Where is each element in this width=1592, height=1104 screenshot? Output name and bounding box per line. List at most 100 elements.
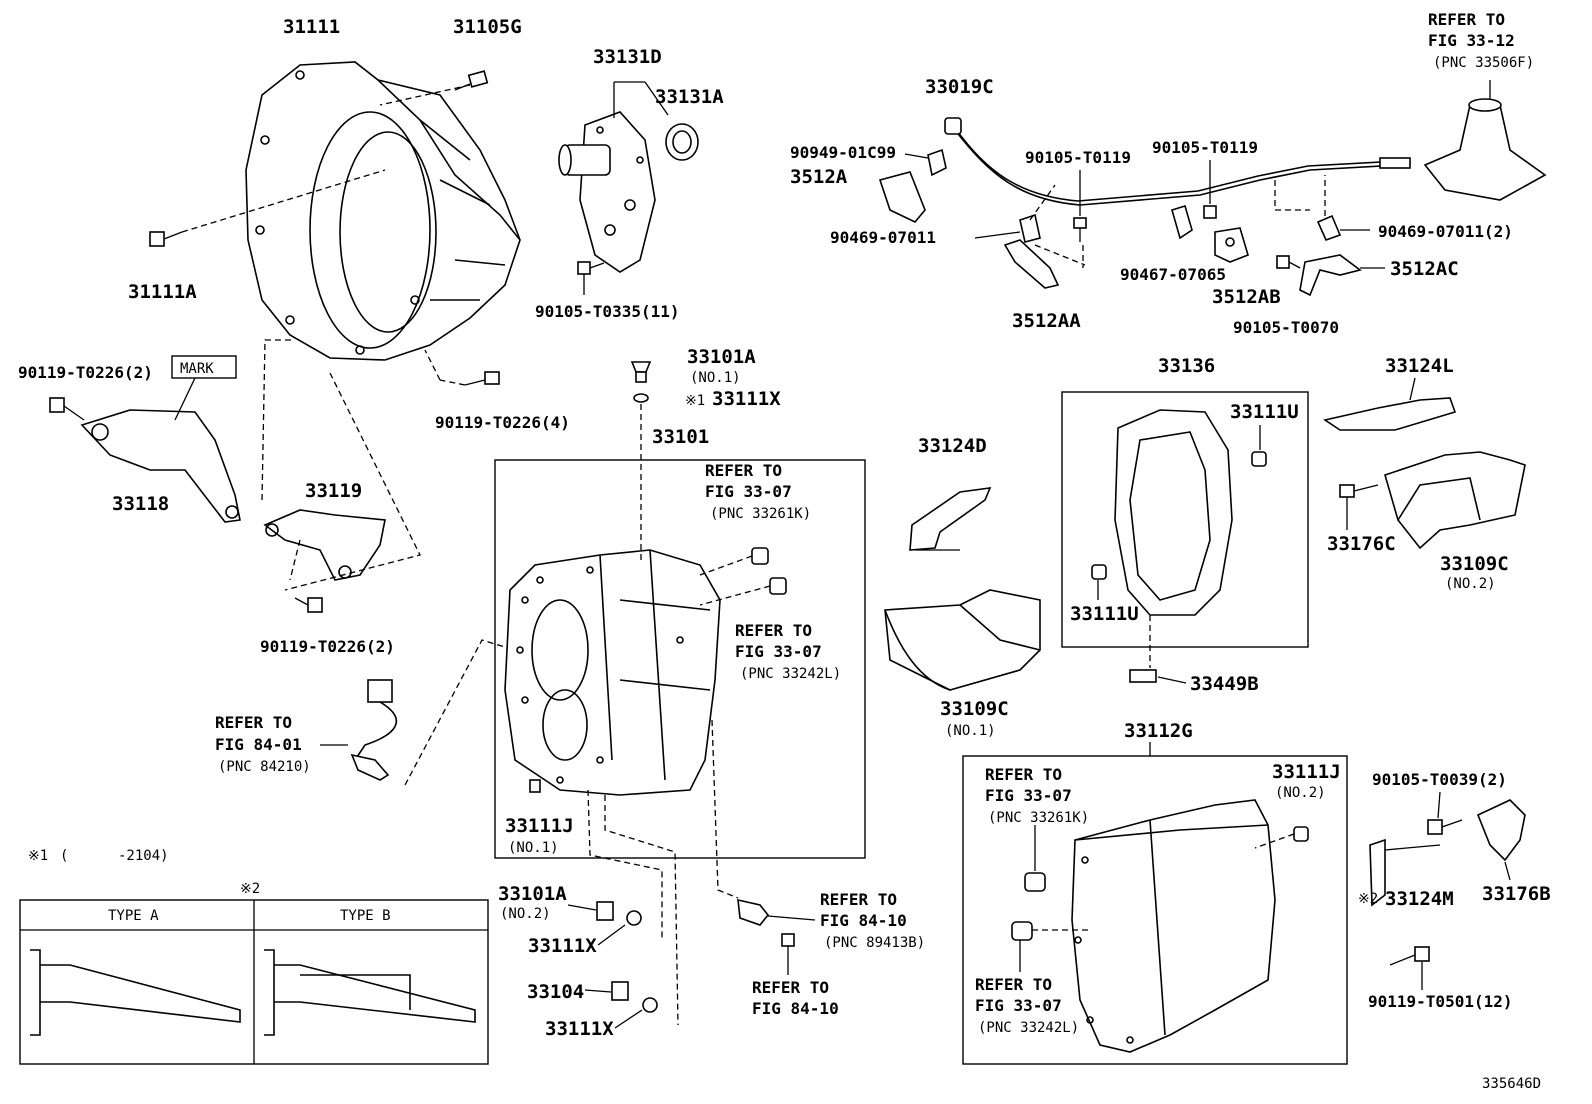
bracket-3512A[interactable]: [878, 171, 926, 223]
cover-33176B[interactable]: [1476, 799, 1526, 862]
svg-text:REFER TO: REFER TO: [705, 461, 782, 480]
label-33109C-no1: 33109C: [940, 698, 1009, 720]
type-b-drawing: [264, 949, 476, 1036]
pin-33111U-a[interactable]: [1251, 451, 1267, 467]
label-33124M: 33124M: [1385, 888, 1454, 910]
extension-housing-33112G[interactable]: [1071, 799, 1276, 1053]
clip-90949-01c99[interactable]: [904, 148, 947, 177]
bolt-90119-t0226-4[interactable]: [424, 349, 500, 386]
svg-text:FIG 84-10: FIG 84-10: [752, 999, 839, 1018]
leader-90105-t0039: [1437, 791, 1441, 819]
bolt-90105-t0039[interactable]: [1427, 819, 1463, 835]
pin-33111U-b[interactable]: [1091, 564, 1107, 580]
bracket-33124L[interactable]: [1323, 397, 1457, 431]
shift-lever-cover[interactable]: [1423, 80, 1547, 201]
pin-33111J-no2[interactable]: [1254, 826, 1309, 849]
label-no1-a: (NO.1): [690, 370, 741, 386]
bolt-90119-t0501[interactable]: [1389, 946, 1430, 966]
bracket-33124D[interactable]: [909, 487, 992, 551]
case-33136[interactable]: [1114, 409, 1233, 616]
ref-fig-33-07-d: REFER TO FIG 33-07 (PNC 33242L): [975, 975, 1079, 1036]
bolt-90105-t0335[interactable]: [577, 261, 605, 295]
bolt-90105-t0119-a[interactable]: [1073, 170, 1087, 268]
svg-text:FIG 33-07: FIG 33-07: [705, 482, 792, 501]
bracket-33119[interactable]: [263, 509, 386, 581]
label-90105-t0039: 90105-T0039(2): [1372, 770, 1507, 789]
oil-seal-33131A[interactable]: [665, 123, 699, 161]
label-33131D: 33131D: [593, 46, 662, 68]
bolt-90119-t0226-2b[interactable]: [294, 597, 323, 613]
pin-33111J-no1[interactable]: [529, 779, 541, 793]
note2-header: ※2: [240, 881, 260, 897]
svg-text:REFER TO: REFER TO: [735, 621, 812, 640]
label-33111X-b: 33111X: [545, 1018, 614, 1040]
dash-plug-a: [587, 789, 663, 940]
transmission-case-33101[interactable]: [504, 549, 721, 796]
bolt-33176C[interactable]: [1339, 484, 1379, 498]
bracket-33118[interactable]: [80, 377, 241, 523]
svg-text:(PNC 33242L): (PNC 33242L): [978, 1020, 1079, 1036]
note1-open: (: [60, 848, 68, 864]
bushing-33261k-a[interactable]: [699, 547, 769, 576]
cover-33109C-no2[interactable]: [1384, 451, 1526, 550]
label-33124L: 33124L: [1385, 355, 1454, 377]
clip-90469-07011-2[interactable]: [1316, 175, 1370, 242]
svg-text:REFER TO: REFER TO: [1428, 10, 1505, 29]
bushing-33242l-b[interactable]: [1011, 921, 1088, 941]
label-33111X-a: 33111X: [528, 935, 597, 957]
label-90105-t0335: 90105-T0335(11): [535, 302, 680, 321]
bracket-3512AA[interactable]: [974, 184, 1086, 289]
cable-33019C[interactable]: [944, 117, 1411, 206]
bushing-33261k-b[interactable]: [1024, 825, 1046, 892]
bracket-3512AC[interactable]: [1299, 254, 1385, 297]
label-33101: 33101: [652, 426, 709, 448]
note1-range: -2104): [118, 848, 169, 864]
svg-text:FIG 84-01: FIG 84-01: [215, 735, 302, 754]
clip-90467-07065[interactable]: [1171, 204, 1193, 240]
bolt-31111A[interactable]: [149, 169, 386, 247]
bell-housing-31111[interactable]: [245, 61, 521, 361]
label-33119: 33119: [305, 480, 362, 502]
leader-33124L: [1409, 377, 1416, 401]
sensor-84210[interactable]: [350, 679, 398, 781]
svg-text:(PNC 33261K): (PNC 33261K): [988, 810, 1089, 826]
bolt-90105-t0070[interactable]: [1276, 255, 1301, 269]
label-33111X-top: 33111X: [712, 388, 781, 410]
label-no2-c: (NO.2): [500, 906, 551, 922]
ref-fig-84-01: REFER TO FIG 84-01 (PNC 84210): [215, 713, 311, 775]
label-31111: 31111: [283, 16, 340, 38]
leader-33111X-b: [614, 1009, 643, 1029]
dash-33119b: [289, 539, 301, 581]
plug-33104[interactable]: [611, 981, 658, 1013]
bolt-90105-t0119-b[interactable]: [1203, 160, 1217, 219]
svg-text:REFER TO: REFER TO: [215, 713, 292, 732]
sensor-89413B[interactable]: [737, 898, 816, 947]
dash-sensor-b: [711, 719, 739, 899]
dash-33118: [261, 339, 292, 501]
label-33136: 33136: [1158, 355, 1215, 377]
bolt-31105G[interactable]: [379, 70, 489, 106]
svg-text:FIG 33-12: FIG 33-12: [1428, 31, 1515, 50]
label-33118: 33118: [112, 493, 169, 515]
label-90469-07011: 90469-07011: [830, 228, 936, 247]
plug-33101A-no2[interactable]: [596, 901, 642, 926]
bolt-90119-t0226-2a[interactable]: [49, 397, 85, 421]
label-note2-mark: ※2: [1358, 891, 1378, 907]
leader-33101A-bot: [567, 904, 597, 911]
svg-text:FIG 84-10: FIG 84-10: [820, 911, 907, 930]
leader-33104: [584, 989, 612, 993]
bracket-33124M[interactable]: [1369, 838, 1441, 907]
bushing-33242l-a[interactable]: [699, 577, 787, 606]
note1-mark: ※1: [28, 848, 48, 864]
ref-fig-33-07-c: REFER TO FIG 33-07 (PNC 33261K): [985, 765, 1089, 826]
label-no2-a: (NO.2): [1445, 576, 1496, 592]
ref-fig-84-10-a: REFER TO FIG 84-10 (PNC 89413B): [820, 890, 925, 951]
bracket-3512AB[interactable]: [1214, 227, 1249, 263]
ref-fig-33-07-a: REFER TO FIG 33-07 (PNC 33261K): [705, 461, 811, 522]
bearing-retainer-33131D[interactable]: [558, 111, 656, 273]
shim-33449B[interactable]: [1129, 615, 1157, 683]
plug-33101A-no1[interactable]: [630, 361, 652, 560]
ref-fig-33-12: REFER TO FIG 33-12 (PNC 33506F): [1428, 10, 1534, 71]
cover-33109C-no1[interactable]: [884, 589, 1041, 691]
